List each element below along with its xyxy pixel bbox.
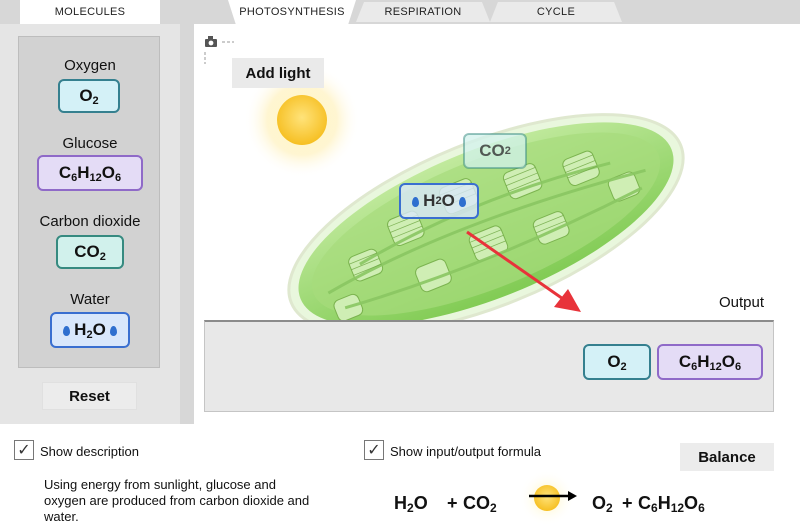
- water-drop-icon: [63, 326, 71, 336]
- show-formula-label: Show input/output formula: [390, 444, 542, 459]
- glucose-chip[interactable]: C6H12O6: [37, 155, 143, 191]
- tab-respiration[interactable]: RESPIRATION: [356, 2, 490, 22]
- output-oxygen-formula: O2: [607, 351, 627, 373]
- tab-photosynthesis[interactable]: PHOTOSYNTHESIS: [228, 0, 356, 24]
- water-formula: H2O: [74, 319, 106, 341]
- formula-glucose: C6H12O6: [638, 493, 705, 515]
- add-light-button[interactable]: Add light: [232, 58, 324, 88]
- reaction-arrow-icon: [466, 230, 581, 312]
- water-drop-icon: [412, 197, 420, 207]
- bottom-controls: [0, 424, 800, 531]
- reset-button[interactable]: Reset: [42, 382, 137, 410]
- oxygen-chip[interactable]: O2: [58, 79, 120, 113]
- camera-icon[interactable]: [205, 36, 217, 47]
- carbon-dioxide-chip[interactable]: CO2: [56, 235, 124, 269]
- output-glucose-chip[interactable]: C6H12O6: [657, 344, 763, 380]
- formula-co2: CO2: [463, 493, 497, 515]
- water-drop-icon: [458, 197, 466, 207]
- sun-icon: [244, 62, 360, 178]
- scene-h2o-chip[interactable]: [399, 183, 479, 219]
- molecule-panel: Oxygen O2 Glucose C6H12O6 Carbon dioxide…: [0, 24, 180, 424]
- show-description-checkbox[interactable]: ✓: [14, 440, 34, 460]
- molecule-list: Oxygen O2 Glucose C6H12O6 Carbon dioxide…: [18, 36, 160, 368]
- tab-cycle[interactable]: CYCLE: [490, 2, 622, 22]
- formula-plus-1: +: [447, 493, 458, 513]
- description-text: Using energy from sunlight, glucose and …: [44, 477, 310, 524]
- carbon-dioxide-formula: CO2: [74, 241, 106, 263]
- water-chip[interactable]: H2O: [50, 312, 130, 348]
- panel-divider: [180, 24, 194, 424]
- scene-graphics: [204, 36, 685, 335]
- oxygen-formula: O2: [79, 85, 99, 107]
- glucose-formula: C6H12O6: [58, 162, 122, 184]
- checkmark-icon: ✓: [367, 442, 381, 459]
- show-description-label: Show description: [40, 444, 139, 459]
- tab-bar: MOLECULES PHOTOSYNTHESIS RESPIRATION CYC…: [0, 0, 800, 24]
- formula-h2o: H2O: [394, 493, 428, 515]
- sunlight-arrow-icon: [519, 470, 577, 526]
- glucose-label: Glucose: [62, 135, 118, 152]
- oxygen-label: Oxygen: [64, 57, 116, 74]
- formula-plus-2: +: [622, 493, 633, 513]
- water-label: Water: [70, 291, 110, 308]
- show-formula-checkbox[interactable]: ✓: [364, 440, 384, 460]
- output-oxygen-chip[interactable]: O2: [583, 344, 651, 380]
- formula-o2: O2: [592, 493, 613, 515]
- checkmark-icon: ✓: [17, 442, 31, 459]
- tab-molecules[interactable]: MOLECULES: [20, 0, 160, 24]
- water-drop-icon: [109, 326, 117, 336]
- output-glucose-formula: C6H12O6: [678, 351, 742, 373]
- balance-button[interactable]: Balance: [680, 443, 774, 471]
- carbon-dioxide-label: Carbon dioxide: [39, 213, 141, 230]
- scene-co2-chip[interactable]: [463, 133, 527, 169]
- output-label: Output: [719, 294, 765, 311]
- output-tray: O2 C6H12O6: [204, 320, 774, 412]
